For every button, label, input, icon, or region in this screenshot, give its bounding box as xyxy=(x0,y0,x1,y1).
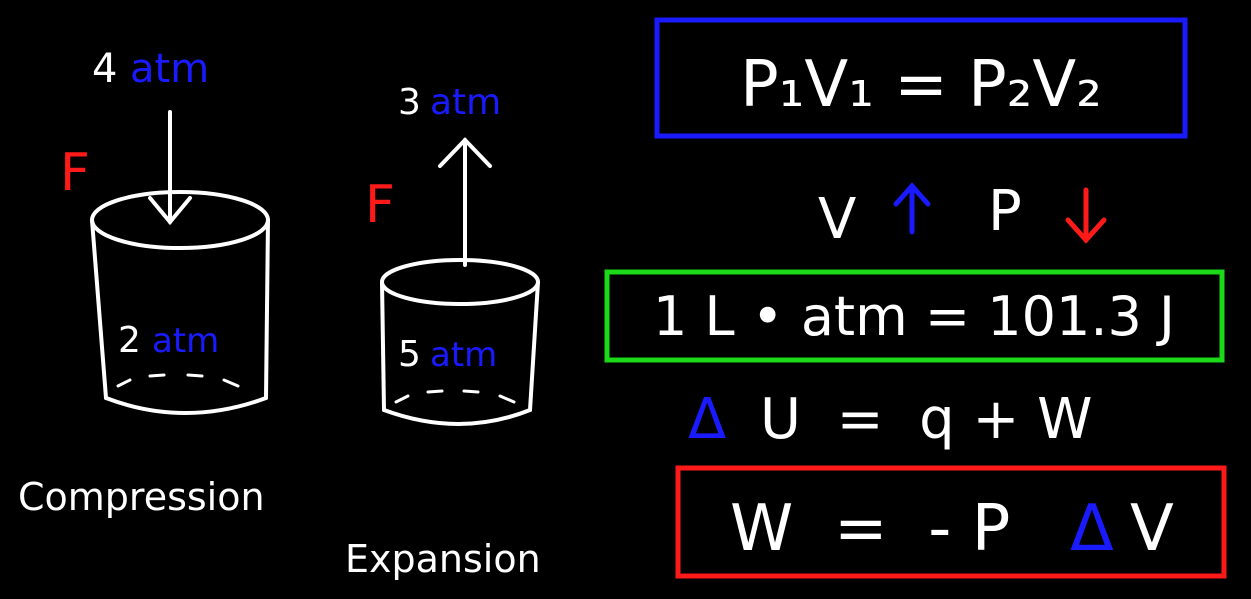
trend-pressure-label: P xyxy=(988,179,1022,244)
work-equation: W = - P Δ V xyxy=(730,492,1174,566)
volume-up-arrow-icon xyxy=(893,182,931,235)
conversion-box xyxy=(604,269,1225,363)
compression-outside-pressure-unit: atm xyxy=(130,46,209,92)
compression-force-label: F xyxy=(60,143,90,203)
equations-panel: P₁V₁ = P₂V₂ V P 1 L • atm = 101.3 J Δ U … xyxy=(604,17,1227,579)
expansion-inside-pressure-value: 5 xyxy=(398,334,421,375)
compression-inside-pressure-unit: atm xyxy=(152,321,219,361)
expansion-outside-pressure-value: 3 xyxy=(398,82,421,123)
first-law-equation: Δ U = q + W xyxy=(688,387,1093,452)
compression-caption: Compression xyxy=(18,475,265,519)
compression-cylinder xyxy=(90,190,270,415)
expansion-cylinder xyxy=(380,258,540,426)
first-law-delta-icon: Δ xyxy=(688,387,726,452)
expansion-up-arrow xyxy=(438,137,492,267)
conversion-equation: 1 L • atm = 101.3 J xyxy=(653,285,1175,348)
compression-outside-pressure-value: 4 xyxy=(92,46,117,92)
expansion-force-label: F xyxy=(365,175,395,235)
work-equation-left: W = - P xyxy=(730,492,1010,566)
expansion-outside-pressure-unit: atm xyxy=(430,82,501,123)
work-equation-right: V xyxy=(1130,492,1174,566)
compression-down-arrow xyxy=(148,110,192,226)
work-delta-icon: Δ xyxy=(1070,492,1114,566)
volume-pressure-trend: V P xyxy=(818,179,1107,252)
first-law-text: U = q + W xyxy=(760,387,1093,452)
work-box xyxy=(675,465,1227,579)
expansion-caption: Expansion xyxy=(345,537,541,581)
boyle-law-equation: P₁V₁ = P₂V₂ xyxy=(740,48,1102,122)
pressure-down-arrow-icon xyxy=(1065,187,1107,244)
compression-diagram: 4 atm F 2 atm Compression xyxy=(18,46,270,519)
trend-volume-label: V xyxy=(818,187,856,252)
boyle-law-box xyxy=(654,17,1188,139)
expansion-diagram: 3 atm F 5 atm Expansion xyxy=(345,82,541,581)
compression-inside-pressure-value: 2 xyxy=(118,320,141,361)
expansion-inside-pressure-unit: atm xyxy=(430,335,497,375)
